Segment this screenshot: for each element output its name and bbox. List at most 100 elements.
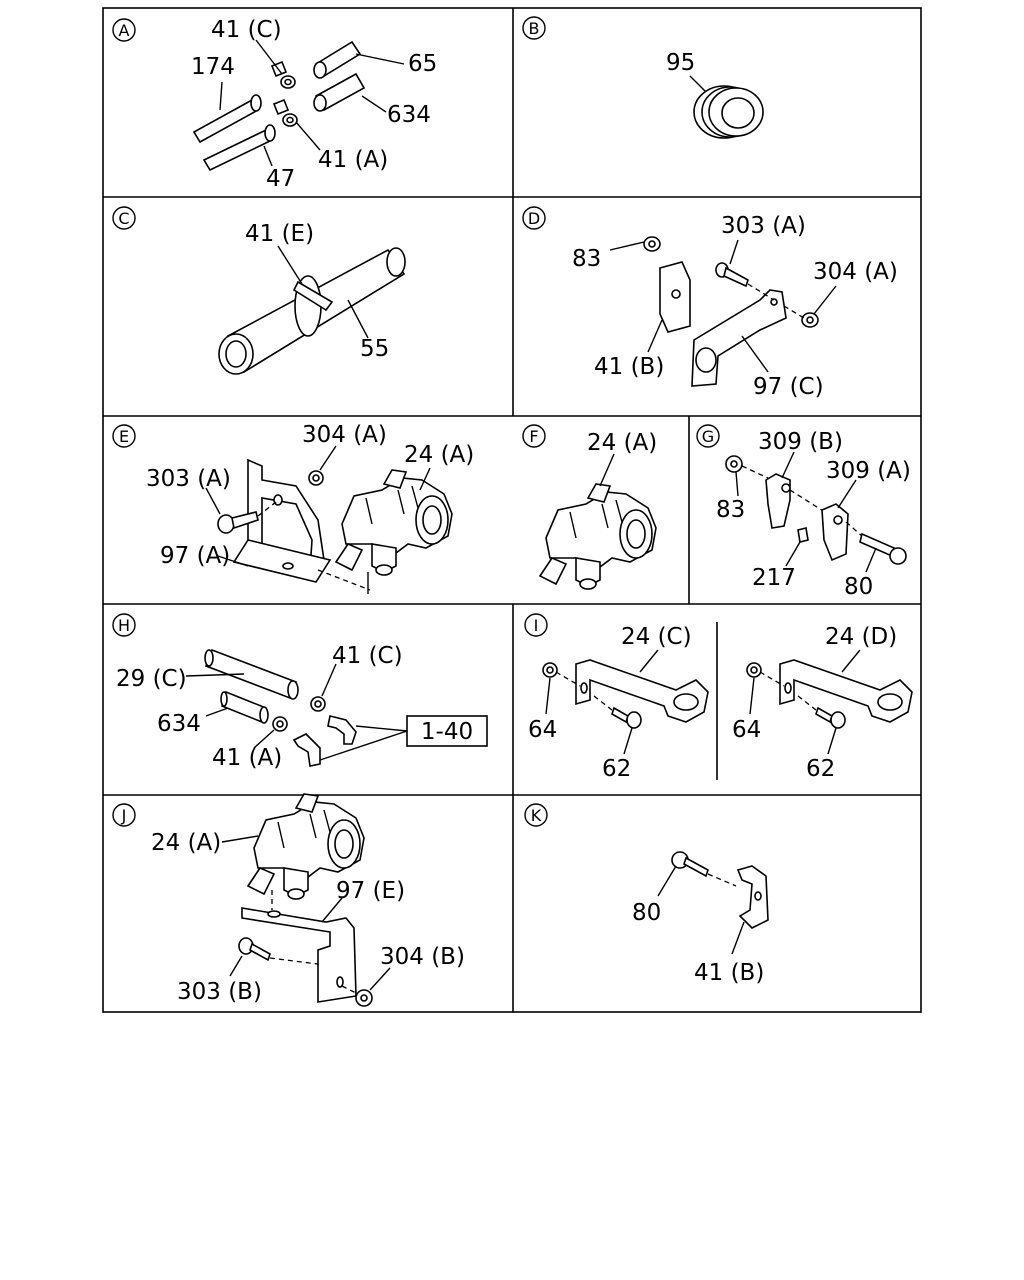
svg-text:G: G [702, 427, 714, 446]
label-41a-h: 41 (A) [212, 745, 282, 771]
label-309b: 309 (B) [758, 429, 843, 455]
label-41b-k: 41 (B) [694, 960, 764, 986]
clamp-41b-d [659, 261, 691, 333]
svg-text:I: I [534, 616, 539, 635]
label-24d: 24 (D) [825, 624, 897, 650]
clamp-41a-h [272, 716, 288, 732]
nut-304a-d [801, 312, 819, 328]
label-309a: 309 (A) [826, 458, 911, 484]
label-64-left: 64 [528, 717, 557, 743]
label-83: 83 [572, 246, 601, 272]
panel-g: G 309 (B) 309 (A) 83 217 [696, 424, 911, 600]
svg-text:1-40: 1-40 [421, 719, 473, 745]
panel-letter-k: K [524, 803, 548, 827]
clamp-41c-h [310, 696, 326, 712]
label-97c: 97 (C) [753, 374, 824, 400]
label-62-right: 62 [806, 756, 835, 782]
panel-letter-d: D [522, 206, 546, 230]
label-47: 47 [266, 166, 295, 192]
clamp-41b-k [736, 865, 769, 929]
nut-64-left [542, 662, 558, 678]
label-62-left: 62 [602, 756, 631, 782]
label-304a-e: 304 (A) [302, 422, 387, 448]
clamp-41e [292, 275, 334, 337]
ref-box-1-40: 1-40 [406, 715, 488, 747]
panel-grid [102, 7, 922, 1013]
bracket-24d [779, 659, 913, 723]
panel-i: I [524, 613, 913, 782]
actuator-24a-f [539, 483, 657, 590]
label-95: 95 [666, 50, 695, 76]
bolt-80-k [671, 851, 709, 878]
panel-letter-f: F [522, 424, 546, 448]
svg-text:E: E [119, 427, 129, 446]
panel-a: A 4 [112, 17, 437, 192]
label-304b: 304 (B) [380, 944, 465, 970]
nut-64-right [746, 662, 762, 678]
bolt-80-g [859, 532, 907, 565]
bracket-97e [241, 907, 357, 1003]
hose-634-h [220, 690, 269, 724]
label-174: 174 [191, 54, 235, 80]
label-24a-e: 24 (A) [404, 442, 474, 468]
panel-letter-b: B [522, 16, 546, 40]
hose-174 [192, 94, 262, 144]
nut-83-g [725, 455, 743, 473]
bolt-303a-e [217, 511, 259, 534]
label-55: 55 [360, 336, 389, 362]
panel-k: K 80 41 (B) [524, 803, 769, 986]
label-64-right: 64 [732, 717, 761, 743]
panel-letter-g: G [696, 424, 720, 448]
panel-letter-h: H [112, 613, 136, 637]
label-80-k: 80 [632, 900, 661, 926]
label-217: 217 [752, 565, 796, 591]
label-303a-e: 303 (A) [146, 466, 231, 492]
label-304a: 304 (A) [813, 259, 898, 285]
elbow-hose-upper [327, 715, 357, 745]
label-41a: 41 (A) [318, 147, 388, 173]
clip-309a [821, 503, 849, 562]
label-83-g: 83 [716, 497, 745, 523]
panel-d: D 83 303 (A) 304 (A) [522, 206, 898, 400]
panel-f: F 24 (A) [522, 424, 657, 590]
nut-304a-e [308, 470, 324, 486]
hose-47 [202, 124, 276, 172]
svg-text:A: A [119, 21, 130, 40]
svg-text:B: B [529, 19, 540, 38]
panel-e: E 304 (A) 303 (A) 24 (A) 97 (A) [112, 422, 474, 594]
label-41c: 41 (C) [211, 17, 282, 43]
grommet-95 [693, 85, 764, 139]
label-41e: 41 (E) [245, 221, 314, 247]
label-97e: 97 (E) [336, 878, 405, 904]
nut-83 [643, 236, 661, 252]
panel-j: J 24 (A) 97 (E) 303 (B) 304 (B) [112, 793, 465, 1007]
svg-text:C: C [118, 209, 129, 228]
panel-letter-i: I [524, 613, 548, 637]
label-97a: 97 (A) [160, 543, 230, 569]
svg-text:F: F [529, 427, 538, 446]
panel-letter-a: A [112, 18, 136, 42]
bracket-97c [691, 289, 787, 387]
bracket-97a [232, 458, 332, 583]
label-303a: 303 (A) [721, 213, 806, 239]
label-303b: 303 (B) [177, 979, 262, 1005]
label-24a-j: 24 (A) [151, 830, 221, 856]
bolt-303a-d [715, 262, 749, 288]
bracket-24c [575, 659, 709, 723]
svg-text:D: D [528, 209, 540, 228]
bolt-62-left [611, 706, 642, 729]
svg-text:K: K [531, 806, 542, 825]
panel-letter-j: J [112, 803, 136, 827]
panel-b: B 95 [522, 16, 764, 139]
pin-217 [797, 527, 809, 543]
bolt-62-right [815, 706, 846, 729]
label-634-h: 634 [157, 711, 201, 737]
bolt-303b [238, 937, 271, 962]
label-24c: 24 (C) [621, 624, 692, 650]
nut-304b [355, 989, 373, 1007]
label-634: 634 [387, 102, 431, 128]
actuator-24a-e [335, 469, 453, 576]
hose-65 [313, 40, 362, 79]
label-41c-h: 41 (C) [332, 643, 403, 669]
svg-text:J: J [121, 806, 127, 825]
